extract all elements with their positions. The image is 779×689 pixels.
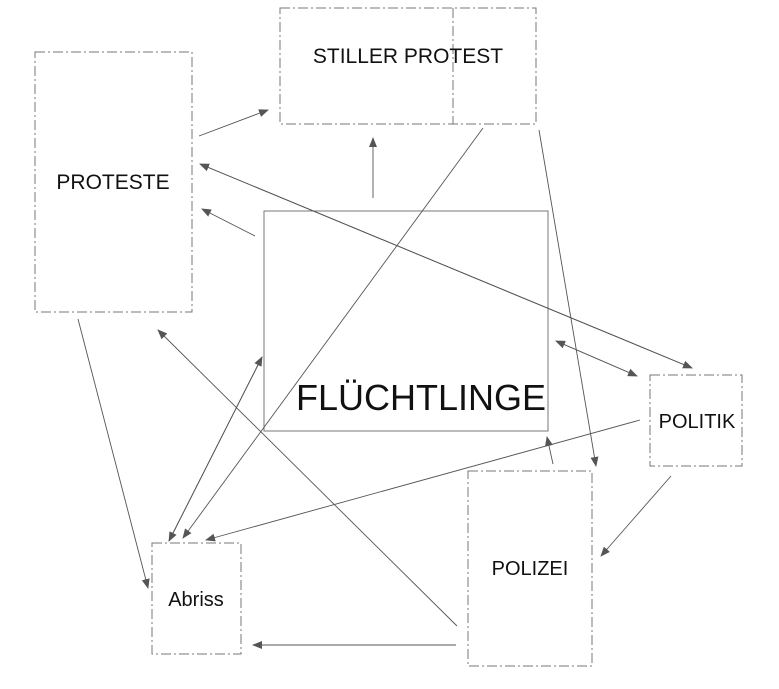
arrow-polizei-to-proteste — [157, 329, 458, 627]
arrow-politik-to-fluechtlinge — [555, 340, 638, 377]
arrow-proteste-to-abriss — [77, 318, 150, 589]
arrow-stiller-protest-to-abriss — [182, 127, 484, 539]
node-proteste-box — [34, 51, 193, 313]
node-politik-box — [649, 374, 743, 467]
node-fluechtlinge: FLÜCHTLINGE — [263, 210, 549, 432]
arrow-stiller-protest-to-polizei — [538, 129, 599, 467]
node-abriss-label: Abriss — [168, 589, 224, 611]
arrow-polizei-to-fluechtlinge — [545, 436, 554, 465]
node-abriss: Abriss — [151, 542, 242, 655]
node-stiller-protest: STILLER PROTEST — [279, 7, 537, 125]
node-politik-label: POLITIK — [659, 411, 736, 433]
node-polizei-box — [467, 470, 593, 667]
node-abriss-box — [151, 542, 242, 655]
node-polizei-label: POLIZEI — [492, 558, 569, 580]
node-proteste-label: PROTESTE — [56, 171, 169, 194]
arrow-politik-to-abriss — [205, 419, 641, 542]
node-polizei: POLIZEI — [467, 470, 593, 667]
node-stiller-protest-label: STILLER PROTEST — [313, 45, 503, 68]
arrow-proteste-to-politik — [199, 163, 693, 369]
arrow-politik-to-polizei — [600, 475, 672, 557]
arrow-fluechtlinge-to-abriss — [168, 356, 263, 542]
arrow-proteste-to-stiller-protest — [198, 109, 269, 137]
node-politik: POLITIK — [649, 374, 743, 467]
node-fluechtlinge-box — [263, 210, 549, 432]
node-proteste: PROTESTE — [34, 51, 193, 313]
node-stiller-protest-box — [279, 7, 537, 125]
node-fluechtlinge-label: FLÜCHTLINGE — [296, 377, 546, 418]
arrow-fluechtlinge-to-proteste — [201, 208, 256, 237]
